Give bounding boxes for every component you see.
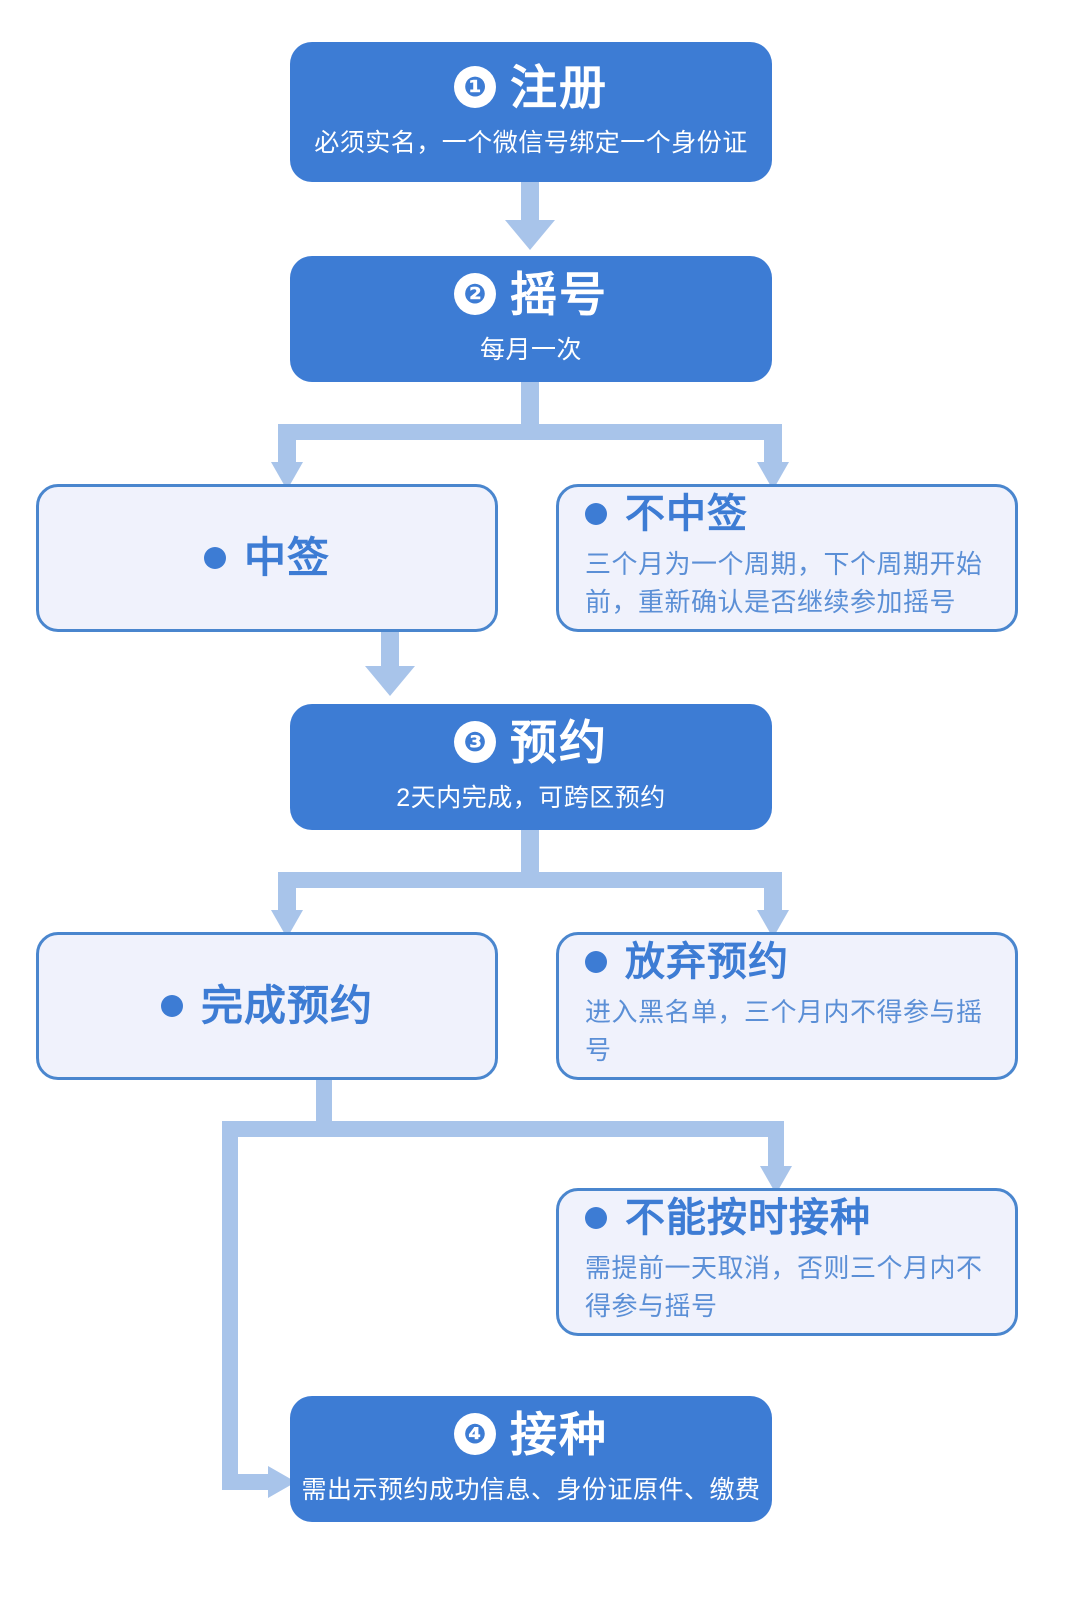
register-subtitle: 必须实名，一个微信号绑定一个身份证 [314, 128, 748, 157]
register-heading: ❶ 注册 [454, 64, 608, 111]
not-won-title: 不中签 [625, 492, 748, 537]
step-number-badge-2: ❷ [454, 273, 496, 316]
step-number-badge-4: ❹ [454, 1413, 496, 1456]
node-booking[interactable]: ❸ 预约 2天内完成，可跨区预约 [290, 704, 772, 830]
lottery-subtitle: 每月一次 [479, 335, 582, 364]
connector-won-to-booking [365, 632, 415, 696]
bullet-icon [160, 995, 183, 1017]
node-vaccinate[interactable]: ❹ 接种 需出示预约成功信息、身份证原件、缴费 [290, 1396, 772, 1522]
missed-heading: 不能按时接种 [585, 1198, 989, 1238]
bullet-icon [585, 503, 607, 526]
node-register[interactable]: ❶ 注册 必须实名，一个微信号绑定一个身份证 [290, 42, 772, 182]
lottery-title: 摇号 [510, 267, 608, 321]
booking-abandoned-heading: 放弃预约 [585, 942, 989, 982]
bullet-icon [585, 951, 607, 974]
node-not-won[interactable]: 不中签 三个月为一个周期，下个周期开始前，重新确认是否继续参加摇号 [556, 484, 1018, 632]
vaccinate-heading: ❹ 接种 [454, 1411, 608, 1458]
node-lottery[interactable]: ❷ 摇号 每月一次 [290, 256, 772, 382]
node-won[interactable]: 中签 [36, 484, 498, 632]
node-booking-done[interactable]: 完成预约 [36, 932, 498, 1080]
connector-lottery-fork [271, 382, 789, 490]
booking-abandoned-subtitle: 进入黑名单，三个月内不得参与摇号 [585, 997, 983, 1065]
bullet-icon [203, 547, 226, 569]
vaccinate-subtitle: 需出示预约成功信息、身份证原件、缴费 [301, 1475, 761, 1504]
node-booking-abandoned[interactable]: 放弃预约 进入黑名单，三个月内不得参与摇号 [556, 932, 1018, 1080]
booking-subtitle: 2天内完成，可跨区预约 [396, 783, 666, 812]
won-title: 中签 [243, 534, 330, 581]
not-won-subtitle: 三个月为一个周期，下个周期开始前，重新确认是否继续参加摇号 [585, 549, 983, 617]
booking-title: 预约 [510, 715, 608, 769]
booking-done-heading: 完成预约 [160, 982, 373, 1029]
bullet-icon [585, 1207, 607, 1230]
booking-abandoned-title: 放弃预约 [625, 940, 789, 985]
booking-done-title: 完成预约 [200, 982, 373, 1029]
connector-register-to-lottery [505, 182, 555, 250]
step-number-badge-3: ❸ [454, 721, 496, 764]
missed-subtitle: 需提前一天取消，否则三个月内不得参与摇号 [585, 1253, 983, 1321]
register-title: 注册 [510, 60, 608, 114]
vaccinate-title: 接种 [510, 1407, 608, 1461]
lottery-heading: ❷ 摇号 [454, 271, 608, 318]
not-won-heading: 不中签 [585, 494, 989, 534]
missed-title: 不能按时接种 [625, 1196, 871, 1241]
booking-heading: ❸ 预约 [454, 719, 608, 766]
connector-booking-fork [271, 830, 789, 938]
node-missed[interactable]: 不能按时接种 需提前一天取消，否则三个月内不得参与摇号 [556, 1188, 1018, 1336]
step-number-badge-1: ❶ [454, 66, 496, 109]
won-heading: 中签 [203, 534, 330, 581]
